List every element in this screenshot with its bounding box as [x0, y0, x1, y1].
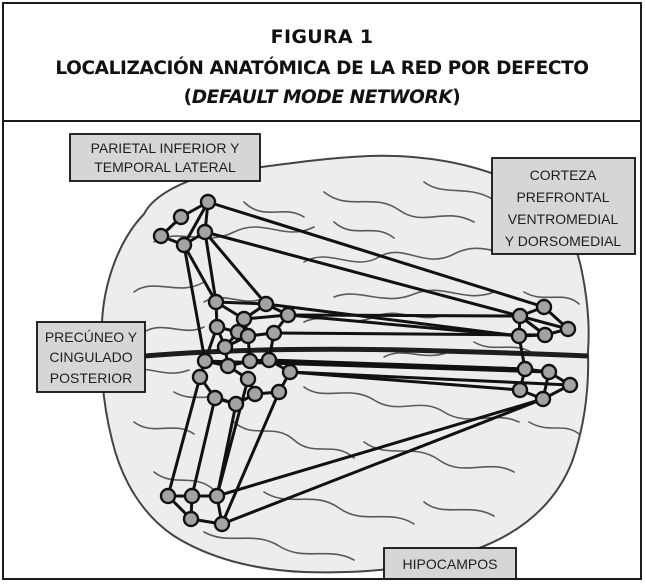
network-node: [536, 392, 550, 406]
callout-parietal-line2: TEMPORAL LATERAL: [94, 159, 236, 175]
network-node: [215, 517, 229, 531]
network-node: [542, 365, 556, 379]
brain-figure: PARIETAL INFERIOR Y TEMPORAL LATERAL COR…: [4, 122, 640, 578]
network-node: [185, 489, 199, 503]
network-node: [198, 225, 212, 239]
figure-title-italic: DEFAULT MODE NETWORK: [192, 87, 453, 108]
network-node: [283, 365, 297, 379]
figure-label: FIGURA 1: [4, 26, 640, 48]
network-node: [518, 362, 532, 376]
network-node: [243, 354, 257, 368]
figure-header: FIGURA 1 LOCALIZACIÓN ANATÓMICA DE LA RE…: [4, 4, 640, 122]
network-node: [209, 295, 223, 309]
callout-prefrontal: CORTEZA PREFRONTAL VENTROMEDIAL Y DORSOM…: [492, 158, 635, 254]
network-node: [174, 210, 188, 224]
network-node: [208, 391, 222, 405]
callout-hipocampos-line1: HIPOCAMPOS: [403, 556, 498, 572]
network-node: [537, 300, 551, 314]
callout-prefrontal-line1: CORTEZA: [530, 167, 597, 183]
network-edge: [288, 315, 520, 316]
callout-parietal: PARIETAL INFERIOR Y TEMPORAL LATERAL: [70, 134, 260, 181]
network-node: [513, 309, 527, 323]
figure-title: LOCALIZACIÓN ANATÓMICA DE LA RED POR DEF…: [10, 54, 634, 112]
network-node: [193, 370, 207, 384]
network-node: [201, 195, 215, 209]
network-edge: [274, 333, 545, 335]
network-node: [184, 512, 198, 526]
network-node: [229, 397, 243, 411]
callout-prefrontal-line4: Y DORSOMEDIAL: [505, 233, 622, 249]
network-node: [218, 340, 232, 354]
network-node: [259, 297, 273, 311]
network-node: [221, 359, 235, 373]
figure-title-end: ): [452, 87, 460, 108]
callout-precuneo-line2: CINGULADO: [49, 349, 132, 365]
network-node: [512, 329, 526, 343]
network-node: [248, 387, 262, 401]
network-node: [154, 229, 168, 243]
network-node: [210, 320, 224, 334]
network-node: [177, 238, 191, 252]
network-node: [262, 353, 276, 367]
network-node: [267, 326, 281, 340]
callout-prefrontal-line3: VENTROMEDIAL: [508, 211, 619, 227]
network-node: [241, 372, 255, 386]
network-node: [513, 383, 527, 397]
brain-network-svg: PARIETAL INFERIOR Y TEMPORAL LATERAL COR…: [4, 122, 640, 578]
network-node: [241, 329, 255, 343]
callout-precuneo: PRECÚNEO Y CINGULADO POSTERIOR: [37, 322, 145, 392]
network-node: [538, 328, 552, 342]
callout-parietal-line1: PARIETAL INFERIOR Y: [91, 140, 241, 156]
callout-precuneo-line3: POSTERIOR: [50, 370, 132, 386]
network-node: [272, 385, 286, 399]
network-node: [561, 322, 575, 336]
callout-hipocampos: HIPOCAMPOS: [384, 548, 516, 578]
network-node: [198, 354, 212, 368]
callout-precuneo-line1: PRECÚNEO Y: [45, 329, 138, 345]
network-node: [281, 308, 295, 322]
network-node: [210, 489, 224, 503]
network-node: [563, 378, 577, 392]
network-node: [161, 489, 175, 503]
callout-prefrontal-line2: PREFRONTAL: [516, 189, 609, 205]
